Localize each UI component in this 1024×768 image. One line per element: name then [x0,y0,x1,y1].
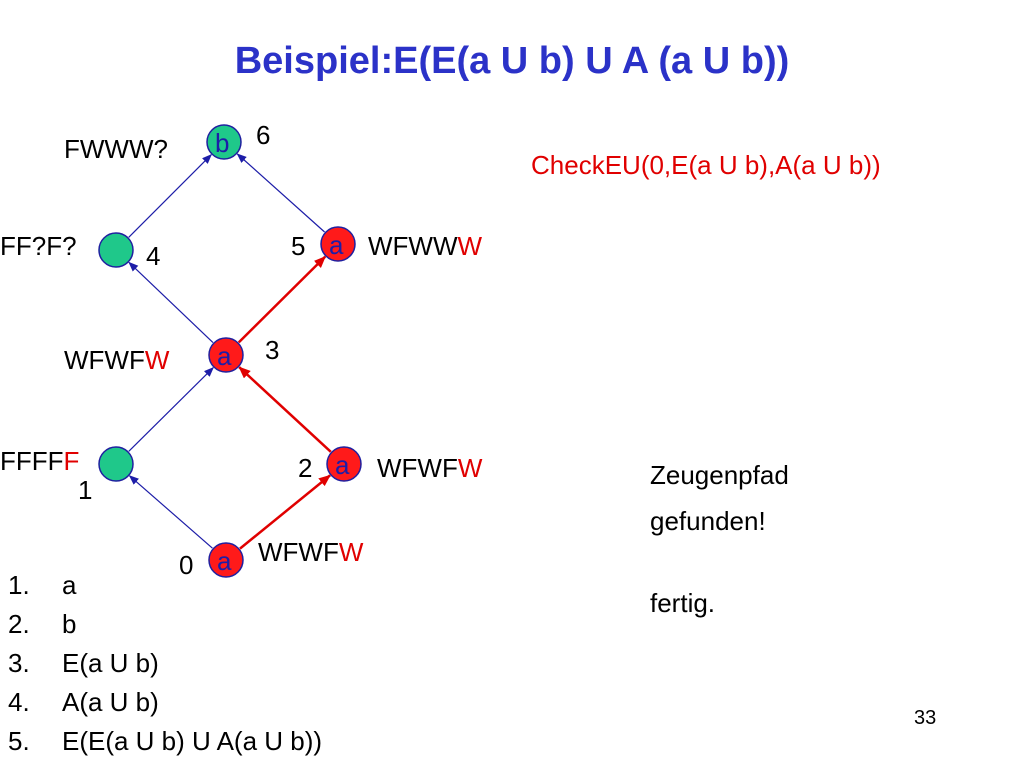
edges-layer [128,153,332,550]
list-item: 1.a [8,570,77,600]
node-4-label: FF?F? [0,231,77,261]
witness-note-line1: Zeugenpfad [650,460,789,490]
node-0 [208,542,244,578]
check-eu-call: CheckEU(0,E(a U b),A(a U b)) [531,150,881,180]
node-6-letter: b [215,128,230,158]
node-0-letter: a [217,546,232,576]
nodes-layer [98,124,362,578]
node-5-letter: a [329,230,344,260]
edge-0-2 [239,474,331,550]
node-6 [206,124,242,160]
node-2-id: 2 [298,453,313,483]
node-1 [98,446,134,482]
node-6-id: 6 [256,120,271,150]
subformula-list: 1.a 2.b 3.E(a U b) 4.A(a U b) 5.E(E(a U … [8,566,322,761]
node-4-id: 4 [146,241,161,271]
page-number: 33 [914,707,937,729]
list-item: 2.b [8,609,77,639]
node-2-label: WFWFW [377,453,483,483]
edge-1-3 [128,366,214,452]
done-note: fertig. [650,588,716,618]
node-3-letter: a [217,341,232,371]
node-3-label: WFWFW [64,345,170,375]
list-item: 4.A(a U b) [8,687,159,717]
node-5-id: 5 [291,231,306,261]
edge-2-3 [238,366,332,453]
node-5-label: WFWWW [368,231,483,261]
node-5 [320,226,356,262]
node-2-letter: a [335,450,350,480]
node-0-label: WFWFW [258,537,364,567]
node-2 [326,446,362,482]
node-1-id: 1 [78,475,93,505]
edge-3-5 [237,255,327,344]
node-3 [208,337,244,373]
edge-4-6 [128,154,212,238]
witness-note-line2: gefunden! [650,506,766,536]
slide-title: Beispiel:E(E(a U b) U A (a U b)) [234,40,790,82]
edge-0-1 [128,475,213,549]
node-1-label: FFFFF [0,446,80,476]
node-0-id: 0 [179,550,194,580]
edge-5-6 [236,153,325,233]
node-6-label: FWWW? [64,134,168,164]
edge-3-4 [128,261,214,344]
node-3-id: 3 [265,335,280,365]
node-4 [98,232,134,268]
list-item: 5.E(E(a U b) U A(a U b)) [8,726,323,756]
list-item: 3.E(a U b) [8,648,159,678]
